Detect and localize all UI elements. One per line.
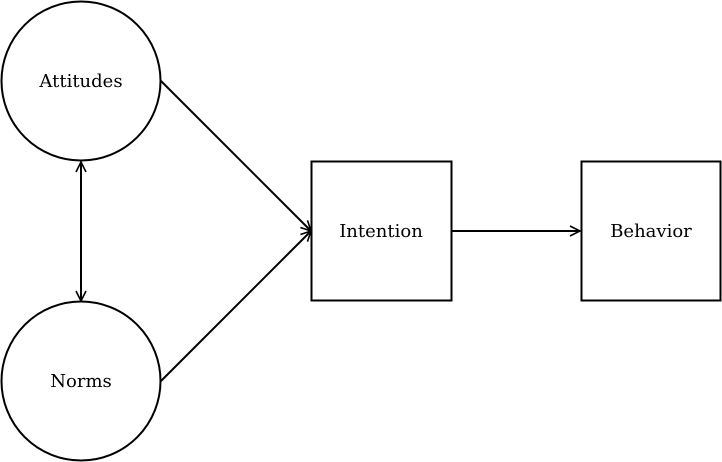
node-behavior: Behavior xyxy=(580,160,722,302)
node-norms: Norms xyxy=(0,300,162,462)
node-attitudes: Attitudes xyxy=(0,0,162,162)
edge-attitudes-intention xyxy=(160,80,311,231)
node-intention-label: Intention xyxy=(339,221,423,242)
node-intention: Intention xyxy=(310,160,453,302)
edge-norms-intention xyxy=(160,231,311,382)
node-behavior-label: Behavior xyxy=(610,221,692,242)
node-norms-label: Norms xyxy=(50,371,112,392)
node-attitudes-label: Attitudes xyxy=(38,71,122,92)
